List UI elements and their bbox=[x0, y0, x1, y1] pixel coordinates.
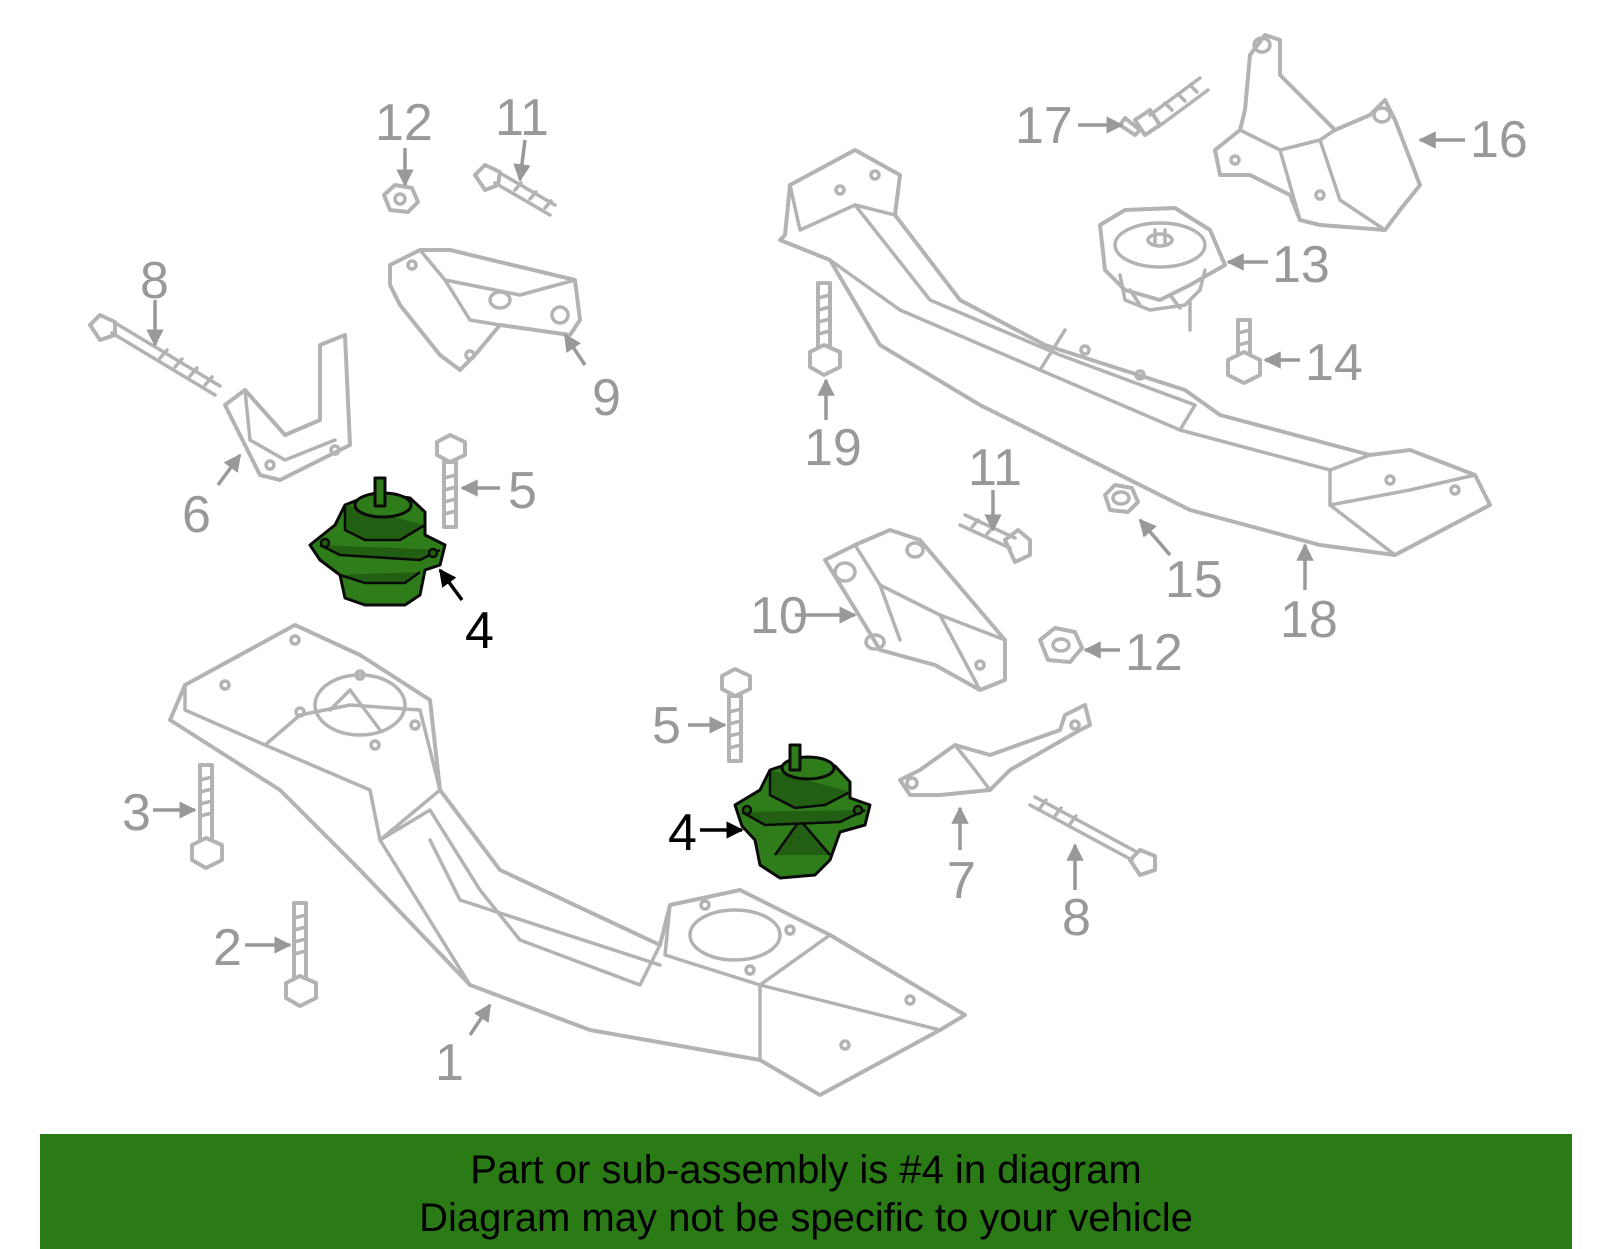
callout-12-lower: 12 bbox=[1125, 624, 1183, 682]
bolt-part-11-upper bbox=[473, 163, 557, 217]
bolt-part-3 bbox=[190, 763, 224, 870]
callout-10: 10 bbox=[750, 587, 808, 645]
bolt-part-5-lower bbox=[720, 667, 752, 763]
bracket-part-6 bbox=[223, 333, 352, 482]
banner-line-2: Diagram may not be specific to your vehi… bbox=[419, 1196, 1193, 1240]
callout-6: 6 bbox=[182, 486, 211, 544]
bolt-part-11-lower bbox=[958, 513, 1032, 564]
bolt-part-14 bbox=[1226, 318, 1262, 385]
bolt-part-8-upper bbox=[88, 313, 222, 397]
engine-mount-part-4-lower[interactable] bbox=[733, 743, 872, 880]
callout-3: 3 bbox=[122, 784, 151, 842]
callout-9: 9 bbox=[592, 369, 621, 427]
callout-17: 17 bbox=[1015, 97, 1073, 155]
crossmember-lower-part-1 bbox=[168, 623, 967, 1097]
bracket-part-10 bbox=[823, 528, 1007, 692]
callout-7: 7 bbox=[947, 852, 976, 910]
stud-part-17 bbox=[1118, 76, 1210, 137]
callout-11-lower: 11 bbox=[968, 439, 1022, 497]
callout-16: 16 bbox=[1470, 111, 1528, 169]
callout-1: 1 bbox=[435, 1034, 464, 1092]
callout-19: 19 bbox=[804, 419, 862, 477]
bolt-part-2 bbox=[284, 901, 318, 1008]
callout-12-upper: 12 bbox=[375, 94, 433, 152]
callout-8-lower: 8 bbox=[1062, 889, 1091, 947]
bracket-part-16 bbox=[1213, 33, 1422, 232]
callout-13: 13 bbox=[1272, 236, 1330, 294]
bolt-part-8-lower bbox=[1028, 795, 1157, 877]
callout-4-upper: 4 bbox=[465, 602, 494, 660]
callout-2: 2 bbox=[213, 919, 242, 977]
crossmember-upper-part-18 bbox=[778, 148, 1492, 557]
bracket-part-9 bbox=[388, 248, 582, 372]
callout-18: 18 bbox=[1280, 591, 1338, 649]
callout-labels: 12 11 8 9 6 5 4 3 2 1 5 4 7 8 10 11 12 1… bbox=[122, 89, 1528, 1092]
callout-8-upper: 8 bbox=[140, 252, 169, 310]
callout-11-upper: 11 bbox=[495, 89, 549, 147]
bolt-part-19 bbox=[808, 281, 842, 377]
info-banner: Part or sub-assembly is #4 in diagram Di… bbox=[40, 1134, 1572, 1249]
bracket-part-7 bbox=[898, 703, 1092, 797]
nut-part-12-lower bbox=[1038, 626, 1084, 664]
bolt-part-5-upper bbox=[435, 433, 467, 529]
callout-5-upper: 5 bbox=[508, 462, 537, 520]
nut-part-12-upper bbox=[382, 183, 420, 214]
nut-part-15 bbox=[1103, 483, 1140, 514]
mount-part-13 bbox=[1098, 206, 1227, 332]
callout-15: 15 bbox=[1165, 551, 1223, 609]
callout-4-lower: 4 bbox=[668, 804, 697, 862]
engine-mount-part-4-upper[interactable] bbox=[308, 476, 447, 607]
callout-5-lower: 5 bbox=[652, 697, 681, 755]
callout-14: 14 bbox=[1305, 334, 1363, 392]
leader-lines bbox=[146, 116, 1465, 1036]
banner-line-1: Part or sub-assembly is #4 in diagram bbox=[470, 1148, 1142, 1192]
